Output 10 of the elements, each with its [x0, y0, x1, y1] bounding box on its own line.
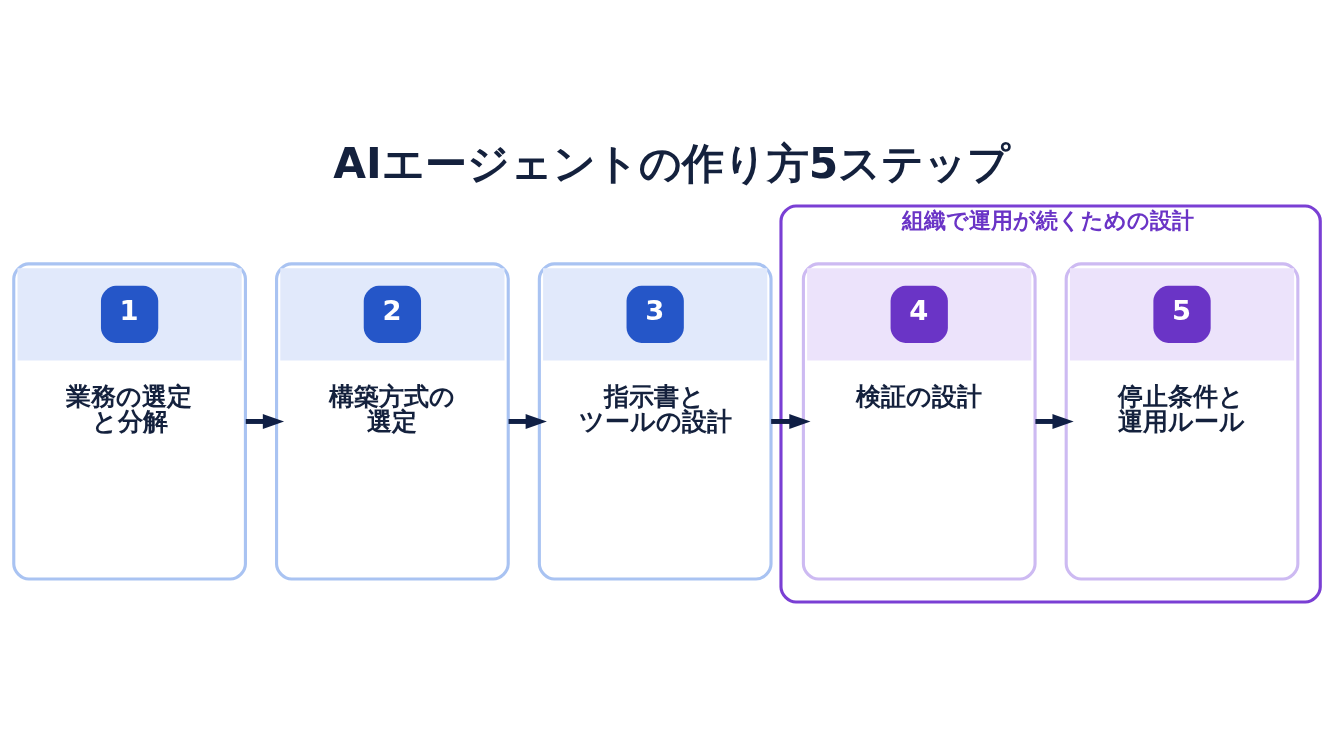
node-box: 3 指示書とツールの設計	[537, 262, 773, 581]
node-box: 5 停止条件と運用ルール	[1064, 262, 1300, 581]
arrow	[771, 414, 811, 429]
node-box: 4 検証の設計	[801, 262, 1037, 581]
arrow	[245, 414, 285, 429]
arrow	[508, 414, 547, 429]
node-box: 1 業務の選定と分解	[12, 262, 247, 581]
arrow	[1035, 414, 1074, 429]
diagram-title: AIエージェントの作り方5ステップ	[333, 138, 1011, 188]
node-box: 2 構築方式の選定	[275, 262, 510, 581]
